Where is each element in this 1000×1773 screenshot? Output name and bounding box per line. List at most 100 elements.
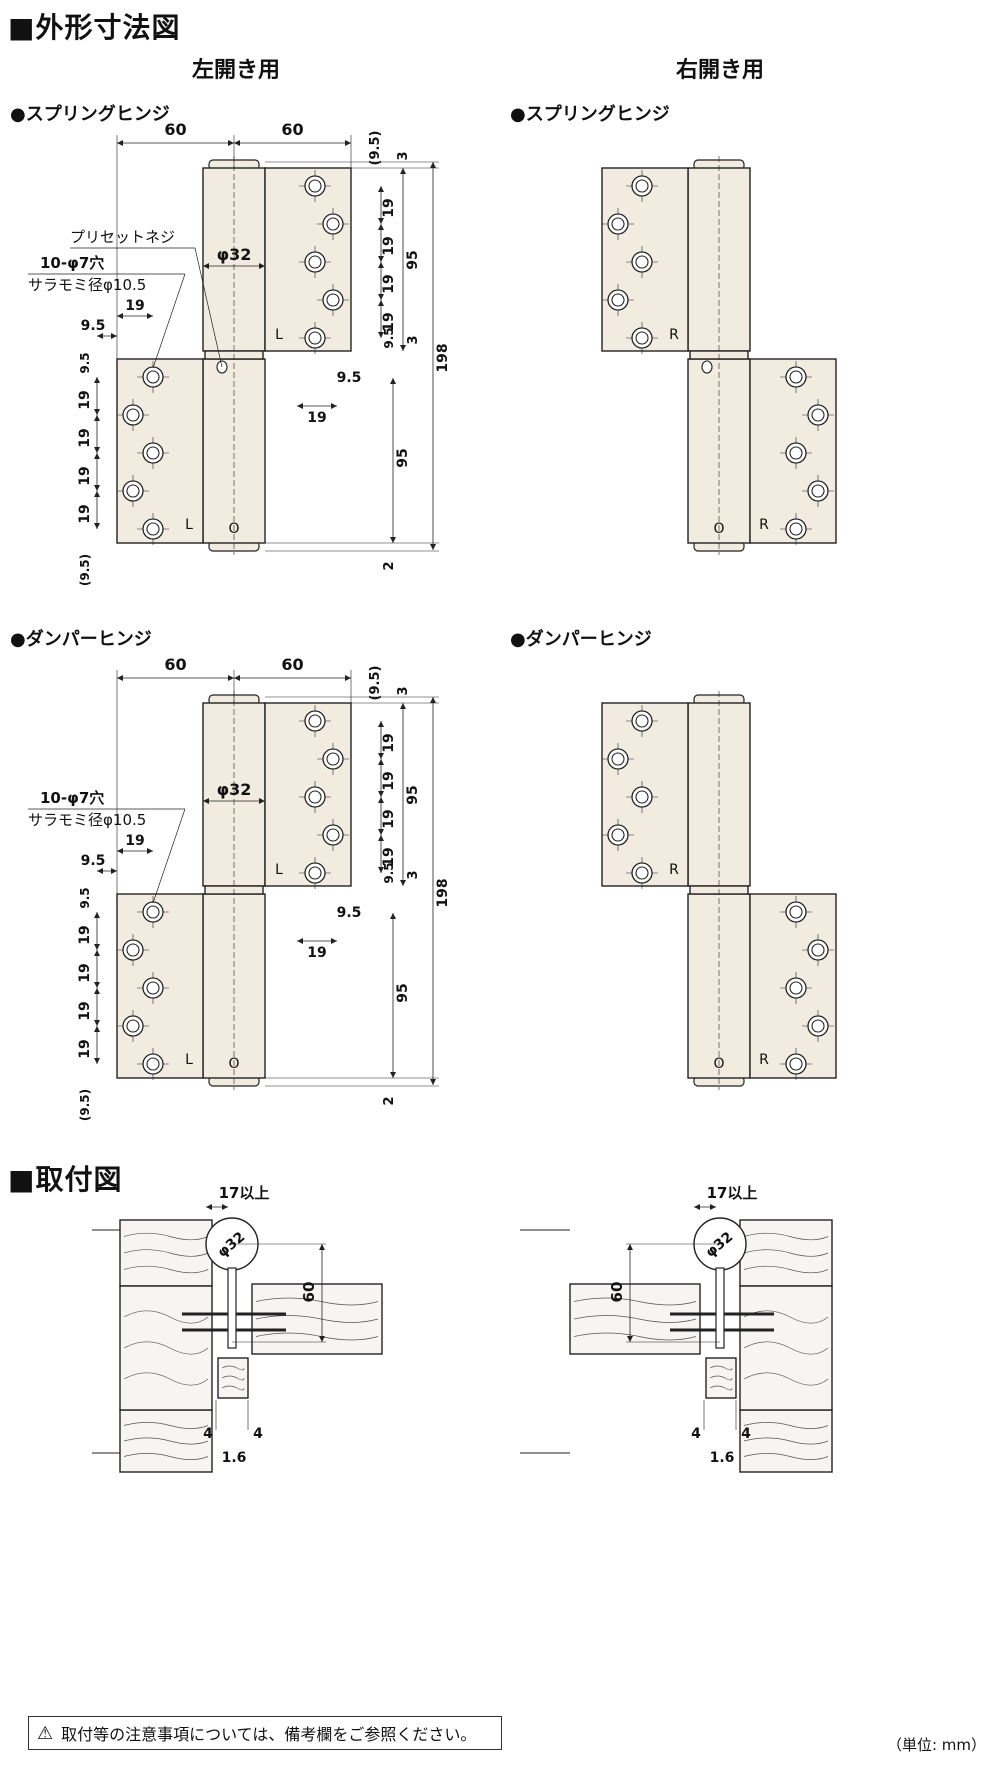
screw-hole-inner [308,790,322,804]
wood-grain [123,1422,209,1429]
upper-leaf-hole [322,748,344,770]
wood-grain [123,1437,209,1445]
dim-4-label: 4 [691,1426,701,1442]
dim-arrow [378,753,384,759]
dim-arrow [94,377,100,383]
leaf-mark: R [669,327,679,343]
dim-arrow [297,938,303,944]
dim-arrow [378,332,384,338]
hole-callout: 10-φ7穴 [40,789,104,807]
dim-arrow [627,1244,633,1250]
wood-grain [221,1385,245,1391]
lower-leaf-hole [807,480,829,502]
dim-arrow [378,218,384,224]
leaf-mark: L [275,862,283,878]
screw-hole-inner [308,179,322,193]
lower-leaf-hole [142,518,164,540]
warning-icon: ⚠ [37,1722,54,1744]
wood-grain [123,1372,209,1386]
leaf-mark: L [275,327,283,343]
screw-hole-inner [811,943,825,957]
screw-hole-inner [326,293,340,307]
upper-leaf-hole [631,251,653,273]
lower-leaf-hole [785,442,807,464]
screw-hole-inner [326,752,340,766]
dim-60-label: 60 [281,120,303,139]
dim-60-label: 60 [164,120,186,139]
dim-9-5: 9.5 [78,887,92,908]
dim-9-5: 9.5 [337,370,362,386]
hole-callout: 10-φ7穴 [40,254,104,272]
wood-grain [743,1422,829,1429]
wood-grain [743,1232,829,1241]
wood-grain [743,1372,829,1386]
leaf-mark: L [185,517,193,533]
spring-hinge-title-right: ●スプリングヒンジ [510,104,670,125]
unit-label: （単位: mm） [886,1736,986,1754]
screw-hole-inner [611,752,625,766]
dim-19-label: 19 [77,1001,93,1020]
lower-leaf-hole [785,1053,807,1075]
wood-grain [743,1310,829,1324]
dim-arrow [331,403,337,409]
dim-19-label: 19 [125,298,144,314]
leaf-mark: R [759,1052,769,1068]
dim-198-label: 198 [435,878,451,907]
dim-9-5-paren: (9.5) [78,1089,92,1121]
upper-leaf-hole [631,786,653,808]
dim-9-5-paren: (9.5) [368,666,383,701]
dim-arrow [378,835,384,841]
lower-leaf-hole [807,939,829,961]
caution-note-text: 取付等の注意事項については、備考欄をご参照ください。 [61,1725,477,1744]
dim-19-label: 19 [381,274,397,293]
dim-arrow [94,415,100,421]
lower-leaf-hole [785,901,807,923]
dim-arrow [234,675,240,681]
dim-arrow [390,913,396,919]
frame-bottom-block [119,1409,213,1473]
leaf-mark: L [185,1052,193,1068]
screw-hole-inner [126,408,140,422]
dim-arrow [111,868,117,874]
screw-hole-inner [789,981,803,995]
upper-leaf-hole [607,824,629,846]
dim-17-label: 17以上 [707,1184,758,1202]
installation-heading: ■取付図 [8,1163,123,1196]
dim-9-5: 9.5 [382,327,396,348]
leaf-plate-section [715,1267,725,1349]
wood-grain [123,1232,209,1241]
dim-19-label: 19 [77,1039,93,1058]
pin-diameter-label: φ32 [217,780,252,799]
screw-hole-inner [635,179,649,193]
pin-diameter-label: φ32 [217,245,252,264]
dim-arrow [94,944,100,950]
upper-leaf-hole [607,213,629,235]
screw-hole-inner [308,866,322,880]
dim-arrow [378,829,384,835]
screw-hole-inner [146,446,160,460]
dim-198-label: 198 [435,343,451,372]
upper-leaf-hole [304,862,326,884]
upper-leaf-hole [631,862,653,884]
dim-arrow [378,186,384,192]
wood-grain [221,1365,245,1371]
upper-leaf-hole [631,175,653,197]
lower-leaf-hole [785,518,807,540]
dim-9-5: 9.5 [382,862,396,883]
lower-leaf-hole [142,1053,164,1075]
dim-arrow [627,1336,633,1342]
frame-top-block [739,1219,833,1287]
lower-leaf-hole [807,404,829,426]
stop-block [217,1357,249,1399]
dim-arrow [378,300,384,306]
dim-19-label: 19 [307,945,326,961]
screw-hole-inner [635,790,649,804]
wood-grain [743,1341,829,1355]
dim-arrow [94,1026,100,1032]
dim-9-5: 9.5 [337,905,362,921]
dim-9-5: 9.5 [78,352,92,373]
screw-hole-inner [811,1019,825,1033]
dim-4-label: 4 [741,1426,751,1442]
countersink-callout: サラモミ径φ10.5 [28,276,146,294]
dim-19-label: 19 [381,809,397,828]
